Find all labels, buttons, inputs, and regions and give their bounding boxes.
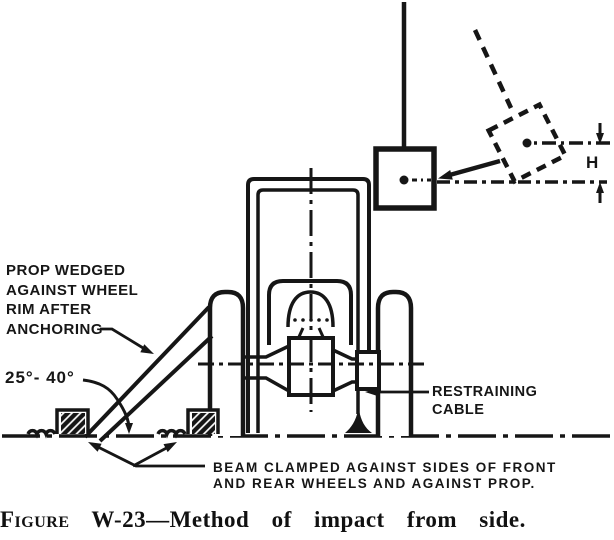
figure-caption: Figure W-23—Method of impact from side.: [0, 507, 614, 533]
restraining-label-line-2: CABLE: [432, 402, 485, 418]
left-rear-wheel: [207, 289, 246, 436]
swing-direction-arrow: [438, 158, 501, 180]
prop-label-line-2: AGAINST WHEEL: [6, 281, 139, 299]
beam-clamped-label: BEAM CLAMPED AGAINST SIDES OF FRONT AND …: [213, 460, 557, 491]
drop-height-dimension: [437, 123, 607, 203]
pendulum-weight-impact: [373, 146, 437, 211]
figure-caption-word: Figure: [0, 507, 70, 532]
prop-beam: [83, 305, 214, 443]
anchor-block-left: [26, 408, 90, 439]
figure-caption-text: W-23—Method of impact from side.: [69, 507, 526, 532]
angle-arc-leader: [82, 378, 133, 434]
beam-label-line-2: AND REAR WHEELS AND AGAINST PROP.: [213, 475, 536, 491]
angle-range-label: 25°- 40°: [5, 368, 75, 387]
prop-label-line-3: RIM AFTER: [6, 301, 92, 318]
prop-wedged-label: PROP WEDGED AGAINST WHEEL RIM AFTER ANCH…: [6, 261, 138, 339]
restraining-cable-label: RESTRAINING CABLE: [432, 383, 537, 419]
prop-label-line-4: ANCHORING: [6, 320, 103, 338]
anchoring-leader-arrow: [100, 327, 154, 354]
restraining-cable: [345, 387, 429, 433]
beam-label-line-1: BEAM CLAMPED AGAINST SIDES OF FRONT: [213, 460, 557, 475]
pendulum-weight-raised: [472, 29, 610, 185]
right-rear-wheel: [375, 289, 414, 436]
drop-height-symbol: H: [586, 153, 599, 172]
restraining-label-line-1: RESTRAINING: [432, 384, 538, 400]
beam-leader-arrows: [88, 442, 205, 468]
side-impact-test-diagram: [2, 2, 612, 468]
anchor-block-right: [156, 408, 220, 439]
prop-label-line-1: PROP WEDGED: [6, 262, 126, 279]
rops-frame: [246, 177, 371, 433]
